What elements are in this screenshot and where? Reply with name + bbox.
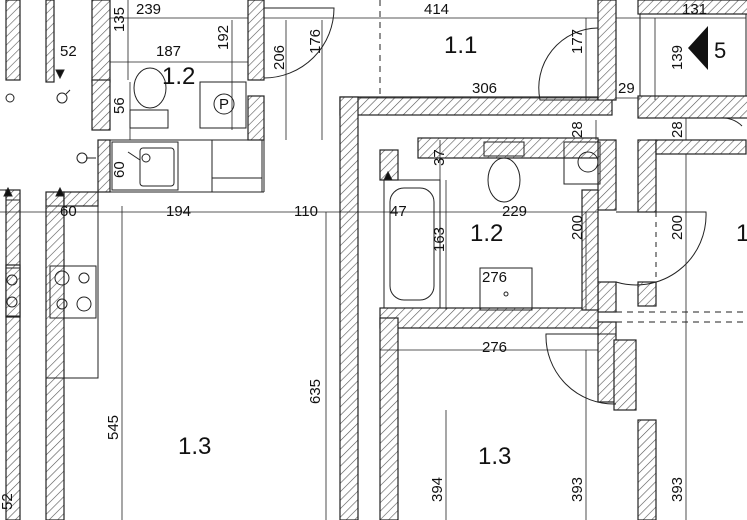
wall <box>91 0 111 83</box>
wall <box>379 307 599 329</box>
dim-131: 131 <box>682 1 707 18</box>
bathtub <box>383 179 441 309</box>
dim-200-b: 200 <box>669 215 686 240</box>
dim-276-room: 276 <box>482 339 507 356</box>
dim-200-a: 200 <box>569 215 586 240</box>
dim-60-v: 60 <box>111 161 128 178</box>
room-label-1-2-wc: 1.2 <box>162 63 195 90</box>
door-swing <box>719 117 743 127</box>
door-swing <box>545 333 617 405</box>
wall <box>97 139 111 193</box>
dim-545: 545 <box>105 415 122 440</box>
room-label-1-3-left: 1.3 <box>178 433 211 460</box>
arrow-marker <box>55 186 65 197</box>
toilet <box>483 141 525 203</box>
dim-194: 194 <box>166 203 191 220</box>
arrow-marker <box>383 170 393 181</box>
dim-276-basin: 276 <box>482 269 507 286</box>
valve <box>5 89 96 164</box>
room-label-1-2-bath: 1.2 <box>470 220 503 247</box>
wall <box>5 189 21 520</box>
wall <box>637 139 657 213</box>
wall <box>637 419 657 520</box>
kitchen-sink <box>111 141 179 191</box>
washbasin <box>479 267 533 311</box>
dim-37: 37 <box>431 149 448 166</box>
section-arrow-icon <box>688 26 708 70</box>
section-marker-label: 5 <box>714 38 726 63</box>
wall <box>613 339 637 411</box>
section-marker: 5 <box>688 26 726 70</box>
dim-29: 29 <box>618 80 635 97</box>
boiler-label: P <box>219 96 229 113</box>
door-swings <box>263 7 743 405</box>
toilet <box>129 67 169 129</box>
wall <box>597 0 617 101</box>
dimension-labels: 239 414 131 52 187 306 29 60 194 110 47 … <box>0 1 707 510</box>
dim-414: 414 <box>424 1 449 18</box>
arrow-marker <box>3 186 13 197</box>
dim-56: 56 <box>111 97 128 114</box>
dim-52: 52 <box>60 43 77 60</box>
dim-229: 229 <box>502 203 527 220</box>
boiler <box>563 141 601 185</box>
wall <box>247 95 265 141</box>
room-label-1-1: 1.1 <box>444 32 477 59</box>
dim-192: 192 <box>215 25 232 50</box>
wall <box>637 95 747 119</box>
room-label-1-3-right: 1.3 <box>478 443 511 470</box>
wall <box>45 191 65 520</box>
wall <box>597 281 617 313</box>
dim-28-a: 28 <box>569 121 586 138</box>
dim-52-edge: 52 <box>0 493 16 510</box>
boiler <box>199 81 247 129</box>
wall <box>5 264 21 318</box>
arrow-marker <box>55 69 65 80</box>
dim-306: 306 <box>472 80 497 97</box>
dim-635: 635 <box>307 379 324 404</box>
dim-110: 110 <box>294 203 318 220</box>
dim-177: 177 <box>569 29 586 54</box>
room-label-edge: 1 <box>736 220 747 247</box>
cooktop <box>49 265 97 319</box>
room-labels: 1.1 1.2 1.2 1.3 1.3 1 P <box>162 32 747 470</box>
wall <box>637 281 657 307</box>
door-swing <box>538 27 599 101</box>
dim-60-h: 60 <box>60 203 77 220</box>
dim-187: 187 <box>156 43 181 60</box>
door-swing <box>615 211 707 286</box>
dim-176: 176 <box>307 29 324 54</box>
dim-239: 239 <box>136 1 161 18</box>
wall <box>45 0 55 83</box>
dim-206: 206 <box>271 45 288 70</box>
fixtures <box>3 67 601 319</box>
dim-394: 394 <box>429 477 446 502</box>
wall <box>655 139 747 155</box>
cooktop-edge <box>5 267 21 317</box>
dim-393-b: 393 <box>669 477 686 502</box>
wall <box>91 79 111 131</box>
wall <box>339 96 359 520</box>
wall <box>597 139 617 211</box>
wall <box>247 0 265 81</box>
dim-393-a: 393 <box>569 477 586 502</box>
dim-135: 135 <box>111 7 128 32</box>
wall <box>417 137 599 159</box>
wall <box>379 317 399 520</box>
dim-163: 163 <box>431 227 448 252</box>
dim-47: 47 <box>390 203 407 220</box>
wall <box>5 0 21 81</box>
door-swing <box>263 7 335 79</box>
walls <box>5 0 747 520</box>
dim-28-b: 28 <box>669 121 686 138</box>
dim-139: 139 <box>669 45 686 70</box>
wall <box>581 189 599 311</box>
